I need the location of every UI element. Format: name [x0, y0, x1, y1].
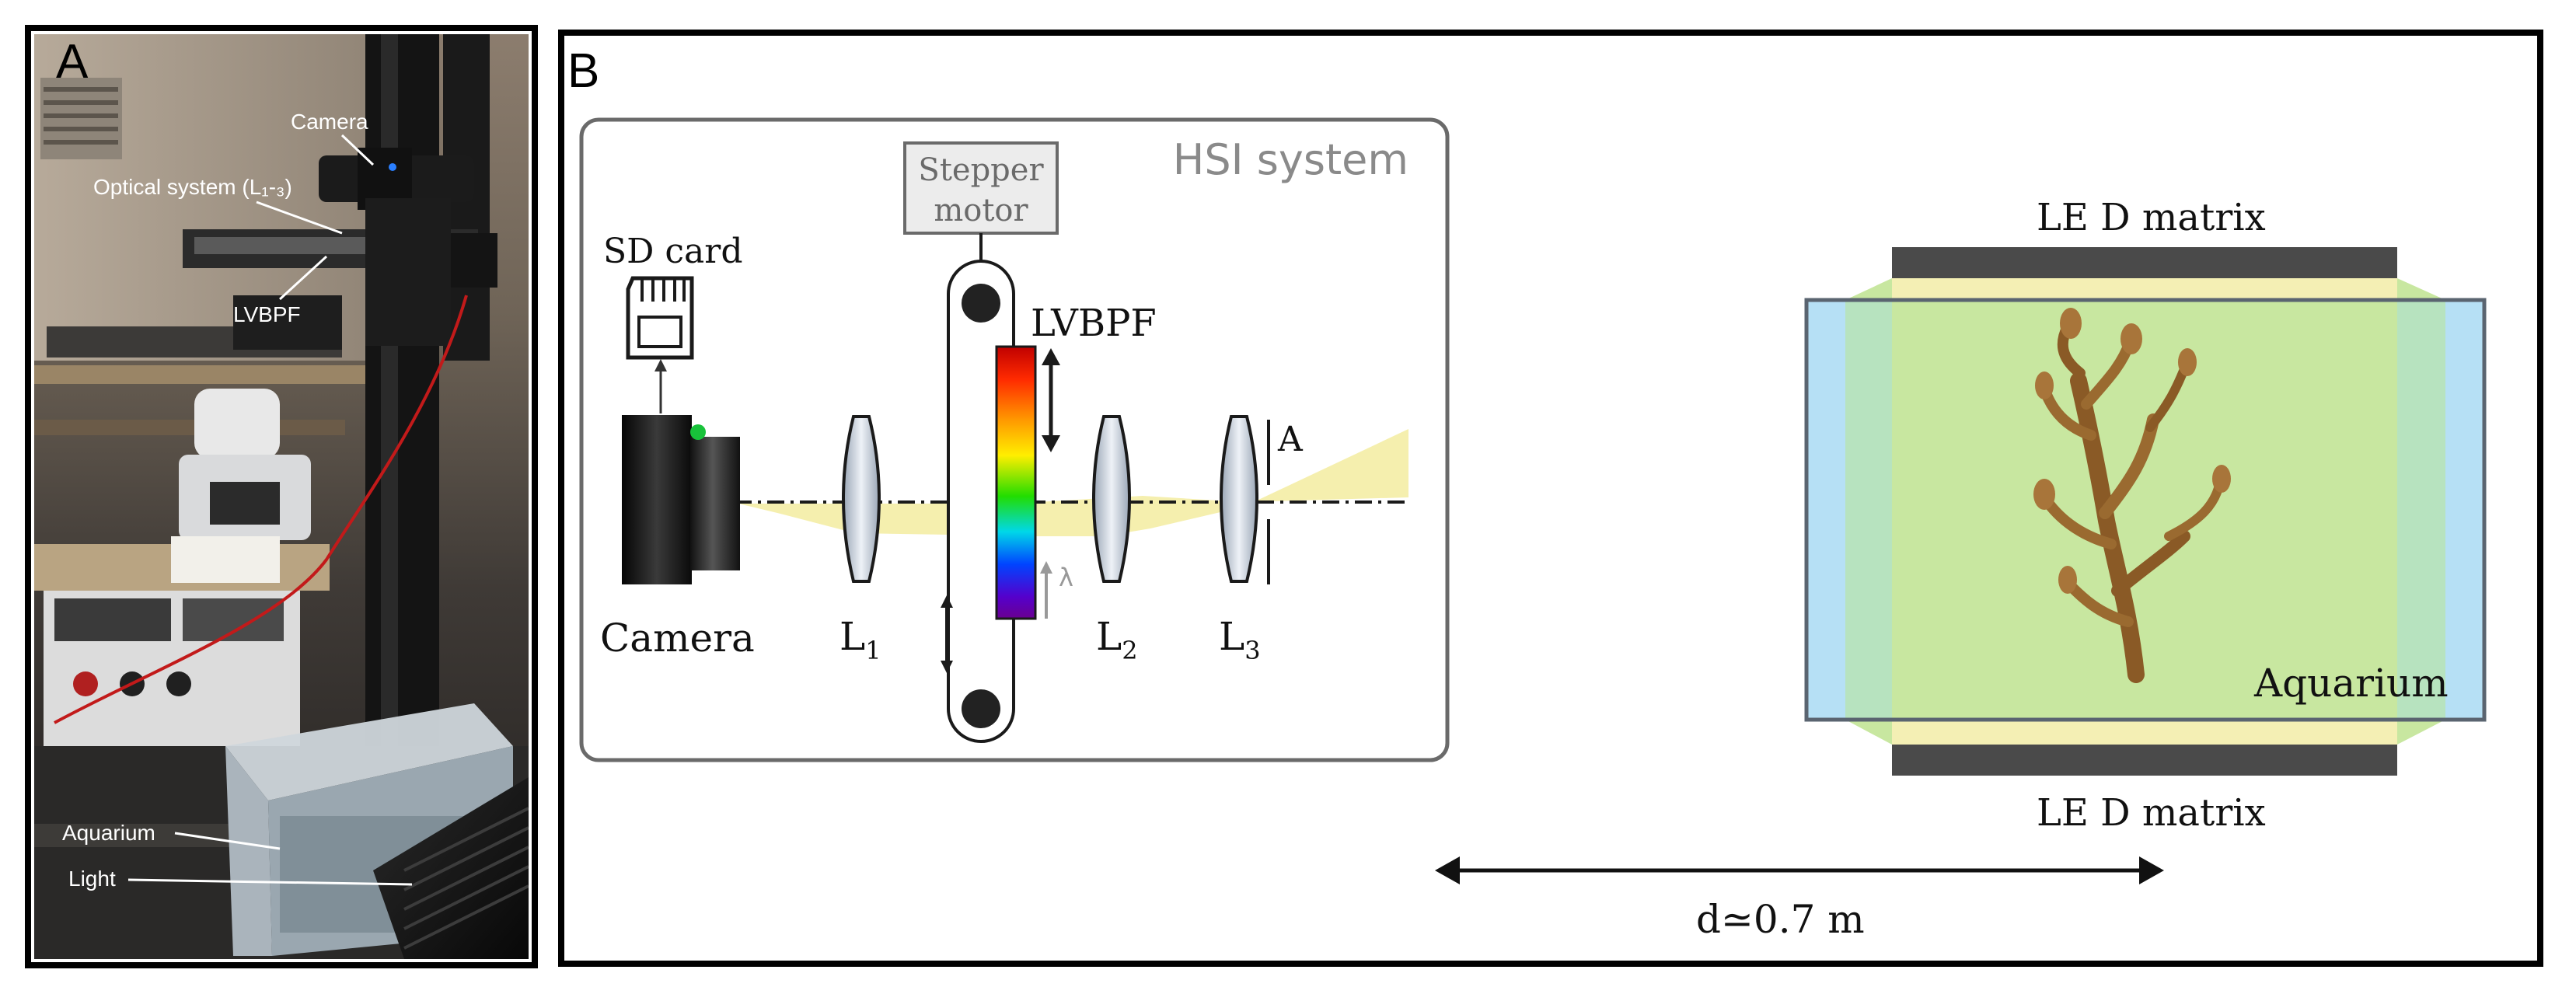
led-matrix-bottom-label: LE D matrix — [2037, 791, 2266, 835]
light-beam — [738, 429, 1408, 536]
lvbpf-filter — [995, 345, 1037, 620]
leader-light — [127, 878, 413, 886]
lens-l2-label: L2 — [1096, 614, 1138, 665]
distance-arrow-right — [2139, 856, 2164, 884]
lvbpf-motion-arrow-down — [1042, 435, 1060, 452]
lens-l1-icon — [842, 415, 881, 583]
lens-l1-label: L1 — [839, 614, 881, 665]
sd-card-label: SD card — [603, 232, 742, 271]
distance-arrow-left — [1435, 856, 1460, 884]
photo-label-optical-system: Optical system (L₁-₃) — [93, 175, 292, 199]
lvbpf-motion-arrow-up — [1042, 348, 1060, 365]
stepper-motor-label-line1: Stepper — [918, 152, 1044, 188]
aperture-label: A — [1277, 420, 1304, 459]
photo-label-camera: Camera — [291, 110, 368, 134]
leader-lvbpf — [278, 255, 328, 301]
lens-l3-label: L3 — [1219, 614, 1261, 665]
aquarium-label: Aquarium — [2253, 661, 2449, 706]
led-matrix-bottom — [1892, 745, 2397, 776]
leader-optical-system — [256, 201, 343, 235]
leader-aquarium — [174, 832, 281, 850]
distance-label: d≃0.7 m — [1696, 897, 1865, 942]
belt-motion-arrow-down — [941, 661, 953, 673]
photo-label-lvbpf: LVBPF — [233, 302, 301, 326]
lambda-arrow-head — [1040, 561, 1052, 574]
panel-b-letter: B — [567, 44, 599, 98]
lens-l2-icon — [1092, 415, 1131, 583]
leader-camera — [340, 134, 375, 166]
photo-label-light: Light — [68, 867, 116, 891]
seaweed-tips — [2033, 308, 2231, 594]
panel-a-letter: A — [56, 35, 89, 89]
lambda-label: λ — [1059, 563, 1073, 592]
belt-pulley-bottom — [962, 689, 1000, 728]
aquarium-tank — [1804, 278, 2487, 745]
stepper-motor-label-line2: motor — [934, 193, 1028, 228]
camera-icon — [622, 415, 740, 584]
led-matrix-top — [1892, 247, 2397, 278]
photo-label-aquarium: Aquarium — [62, 821, 155, 845]
lab-photo — [34, 34, 529, 959]
hsi-system-title: HSI system — [1173, 135, 1408, 184]
belt-pulley-top — [962, 284, 1000, 323]
sd-card-icon — [626, 276, 694, 360]
lvbpf-label: LVBPF — [1031, 302, 1157, 345]
lens-l3-icon — [1220, 415, 1258, 583]
camera-label: Camera — [600, 616, 755, 661]
camera-to-sd-arrow-head — [654, 359, 667, 371]
led-matrix-top-label: LE D matrix — [2037, 196, 2266, 239]
belt-motion-arrow-up — [941, 595, 953, 608]
